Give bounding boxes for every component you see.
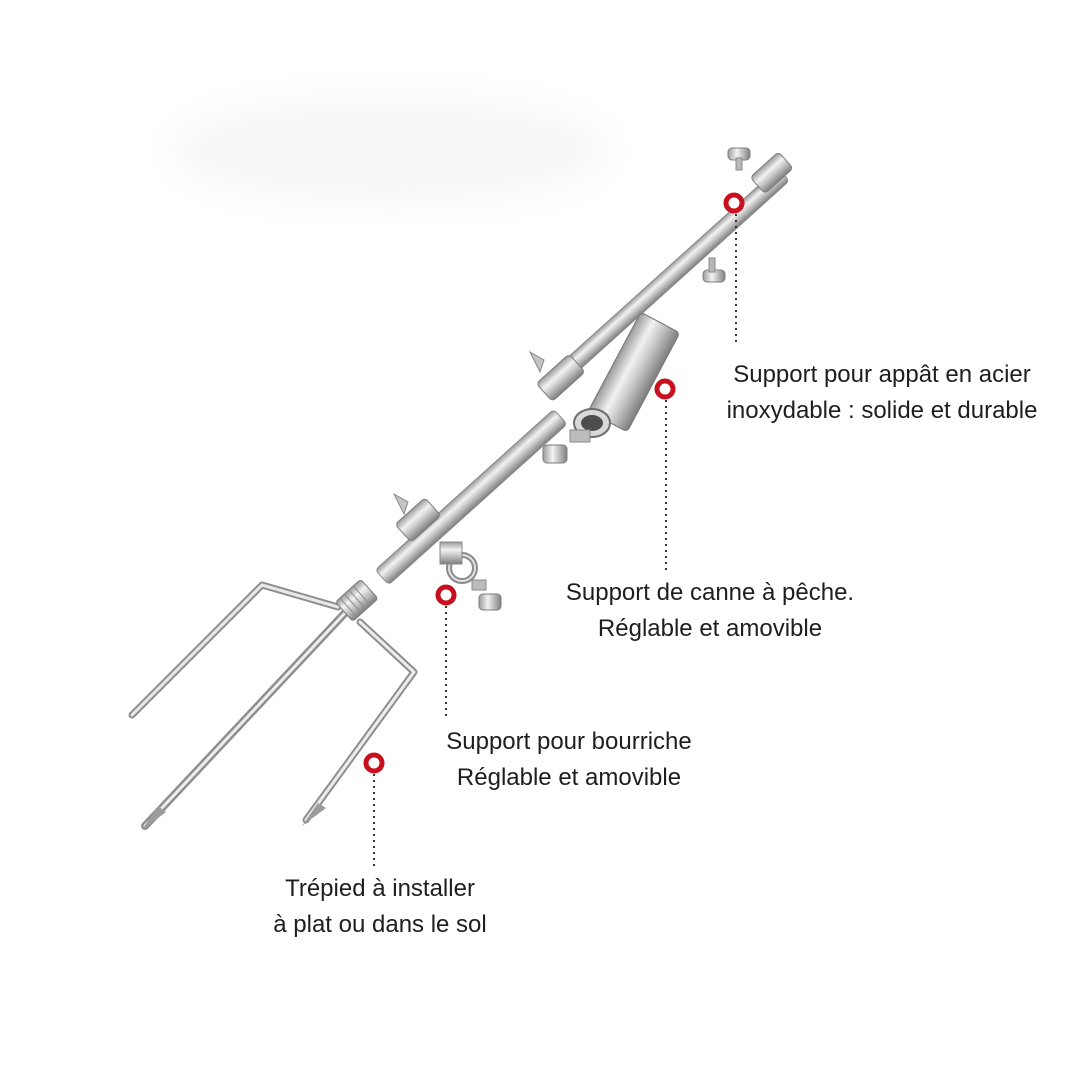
keepnet-ring-holder [439, 541, 502, 611]
rod-holder-cup [542, 313, 679, 464]
callout-keepnet-holder-line2: Réglable et amovible [456, 764, 682, 791]
leader-lines [373, 214, 737, 866]
callout-bait-holder-line2: inoxydable : solide et durable [726, 397, 1038, 424]
callout-rod-holder-line2: Réglable et amovible [597, 615, 823, 642]
marker-rod [654, 378, 676, 400]
telescopic-pole [376, 153, 793, 584]
callout-tripod: Trépied à installer à plat ou dans le so… [240, 871, 520, 943]
callout-tripod-line1: Trépied à installer [285, 875, 475, 902]
callout-bait-holder-line1: Support pour appât en acier [733, 361, 1031, 388]
callout-keepnet-holder: Support pour bourriche Réglable et amovi… [418, 724, 720, 796]
callout-rod-holder: Support de canne à pêche. Réglable et am… [540, 575, 880, 647]
marker-rings [363, 192, 745, 774]
ground-spike [128, 580, 418, 830]
thumb-screws [392, 147, 751, 542]
callout-rod-holder-line1: Support de canne à pêche. [565, 579, 855, 606]
callout-bait-holder: Support pour appât en acier inoxydable :… [700, 357, 1064, 429]
background-haze [170, 95, 610, 205]
marker-tripod [363, 752, 385, 774]
marker-bait [723, 192, 745, 214]
marker-keepnet [435, 584, 457, 606]
callout-tripod-line2: à plat ou dans le sol [273, 911, 487, 938]
callout-keepnet-holder-line1: Support pour bourriche [446, 728, 692, 755]
